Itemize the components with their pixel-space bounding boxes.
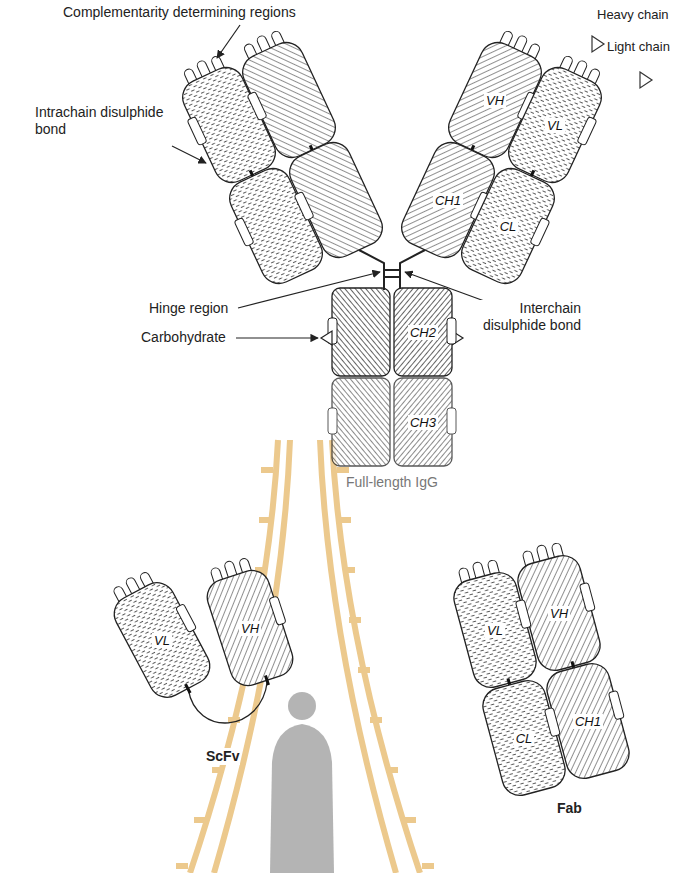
domain-body: [394, 378, 456, 466]
domain-part: [450, 568, 544, 692]
domain-label: CL: [514, 731, 535, 746]
watermark-ladders: [176, 440, 434, 873]
domain-label: VL: [152, 633, 172, 648]
domain-label: CH2: [408, 325, 438, 340]
watermark: [176, 440, 434, 873]
domain-part: [394, 288, 456, 376]
antibody-domain: CH3: [388, 374, 458, 470]
left-arm: [167, 23, 388, 291]
fragment-label: Fab: [556, 800, 583, 817]
domain-body: [446, 553, 545, 696]
chain-label: Light chain: [606, 38, 671, 55]
domain-body: [456, 163, 564, 291]
domain-body: [101, 561, 222, 708]
antibody-domain: CL: [443, 151, 573, 301]
domain-label: VH: [239, 621, 261, 636]
callout-label: Interchain disulphide bond: [462, 300, 582, 334]
antibody-domain: VL: [97, 565, 227, 715]
watermark-figure: [270, 692, 334, 873]
domain-part: [265, 676, 268, 686]
domain-label: VH: [484, 93, 506, 108]
left-stem: [328, 288, 390, 466]
domain-label: CH1: [433, 193, 463, 208]
antibody-domain: VL: [430, 555, 560, 705]
callout-label: Complementarity determining regions: [62, 4, 297, 21]
domain-label: CH3: [408, 415, 438, 430]
figure-label: Full-length IgG: [345, 474, 439, 491]
domain-part: [456, 163, 564, 291]
hinge: [359, 250, 425, 290]
antibody-domain: VH: [185, 553, 315, 703]
antibody-domain: CH2: [388, 284, 458, 380]
chain-label: Heavy chain: [596, 6, 670, 23]
domain-body: [479, 676, 573, 800]
domain-label: VH: [548, 606, 570, 621]
domain-body: [394, 288, 456, 376]
linker-peptide: [188, 681, 267, 723]
callout-label: Carbohydrate: [140, 329, 227, 346]
domain-label: CH1: [573, 714, 603, 729]
callout-label: Hinge region: [148, 300, 229, 317]
domain-part: [394, 378, 456, 466]
fragment-label: ScFv: [205, 748, 240, 765]
antibody-domain: CL: [459, 663, 589, 813]
domain-label: VL: [485, 623, 505, 638]
domain-part: [479, 676, 573, 800]
domain-part: [108, 575, 220, 704]
domain-part: [203, 565, 302, 691]
domain-body: [198, 550, 303, 695]
domain-label: VL: [545, 118, 565, 133]
domain-label: CL: [498, 219, 519, 234]
callout-label: Intrachain disulphide bond: [34, 104, 181, 138]
domain-part: [185, 684, 190, 693]
